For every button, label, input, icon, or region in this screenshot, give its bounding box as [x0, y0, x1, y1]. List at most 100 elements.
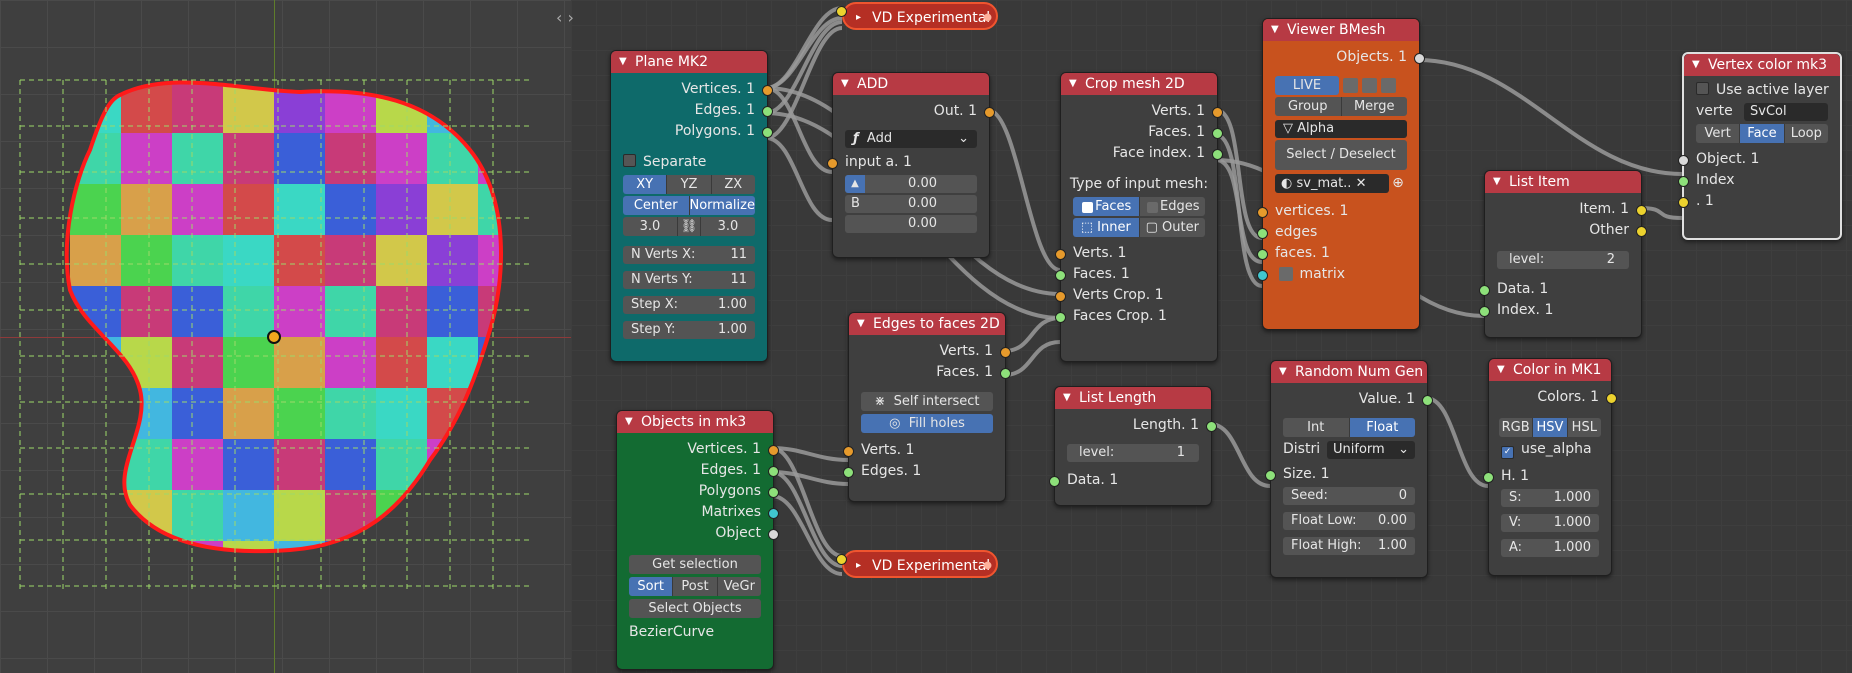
vd-experimental-node-bottom[interactable]: ▸VD Experimental●	[836, 550, 998, 578]
select-objects-button[interactable]: Select Objects	[629, 599, 761, 618]
socket[interactable]	[1678, 176, 1689, 187]
vd-input-socket[interactable]	[836, 6, 847, 17]
outer-button[interactable]: ▢ Outer	[1139, 218, 1205, 237]
nav-arrows-icon[interactable]: ‹ ›	[556, 8, 574, 27]
distribution-dropdown[interactable]: Uniform⌄	[1327, 441, 1415, 459]
xy-button[interactable]: XY	[623, 175, 668, 194]
rgb-button[interactable]: RGB	[1499, 418, 1534, 437]
socket[interactable]	[1055, 249, 1066, 260]
camera-icon[interactable]	[1381, 78, 1396, 93]
socket[interactable]	[1055, 291, 1066, 302]
edges-to-faces-node[interactable]: ▼Edges to faces 2D Verts. 1 Faces. 1 ⋇ S…	[843, 312, 1011, 502]
socket[interactable]	[1000, 347, 1011, 358]
group-button[interactable]: Group	[1275, 97, 1342, 116]
plane-mk2-node[interactable]: ▼Plane MK2 Vertices. 1 Edges. 1 Polygons…	[610, 50, 773, 362]
socket[interactable]	[1636, 205, 1647, 216]
socket[interactable]	[1678, 197, 1689, 208]
value-field-1[interactable]: ▲0.00	[845, 175, 977, 193]
value-field-3[interactable]: 0.00	[845, 215, 977, 233]
sort-button[interactable]: Sort	[629, 577, 674, 596]
self-intersect-button[interactable]: ⋇ Self intersect	[861, 392, 993, 411]
s-field[interactable]: S:1.000	[1501, 489, 1599, 507]
hsv-button[interactable]: HSV	[1533, 418, 1568, 437]
socket[interactable]	[1678, 155, 1689, 166]
socket[interactable]	[1212, 128, 1223, 139]
link-icon[interactable]: ⛓	[678, 217, 701, 236]
clear-icon[interactable]: ✕	[1355, 176, 1367, 191]
socket[interactable]	[1257, 249, 1268, 260]
verte-input[interactable]: SvCol	[1744, 103, 1828, 121]
socket[interactable]	[1206, 421, 1217, 432]
socket[interactable]	[762, 106, 773, 117]
seed-field[interactable]: Seed:0	[1283, 487, 1415, 505]
faces-button[interactable]: Faces	[1073, 197, 1140, 216]
cursor-icon[interactable]	[1362, 78, 1377, 93]
add-material-icon[interactable]: ⊕	[1392, 175, 1404, 191]
socket[interactable]	[1479, 306, 1490, 317]
socket[interactable]	[1055, 270, 1066, 281]
vertex-color-node[interactable]: ▼Vertex color mk3 Use active layer verte…	[1678, 52, 1842, 240]
n-verts-y-field[interactable]: N Verts Y:11	[623, 271, 755, 289]
hsl-button[interactable]: HSL	[1567, 418, 1601, 437]
color-in-node[interactable]: ▼Color in MK1 Colors. 1 RGB HSV HSL ✓use…	[1483, 358, 1617, 576]
edges-button[interactable]: Edges	[1139, 197, 1205, 216]
socket[interactable]	[1422, 395, 1433, 406]
fill-holes-button[interactable]: ◎ Fill holes	[861, 414, 993, 433]
use-active-layer-checkbox[interactable]: Use active layer	[1684, 80, 1840, 101]
crop-mesh-node[interactable]: ▼Crop mesh 2D Verts. 1 Faces. 1 Face ind…	[1055, 72, 1223, 362]
socket[interactable]	[1000, 368, 1011, 379]
socket[interactable]	[762, 127, 773, 138]
get-selection-button[interactable]: Get selection	[629, 555, 761, 574]
socket[interactable]	[843, 467, 854, 478]
vd-input-socket[interactable]	[836, 554, 847, 565]
float-button[interactable]: Float	[1349, 418, 1415, 437]
a-field[interactable]: A:1.000	[1501, 539, 1599, 557]
zx-button[interactable]: ZX	[711, 175, 755, 194]
socket[interactable]	[768, 466, 779, 477]
socket[interactable]	[1212, 107, 1223, 118]
operation-dropdown[interactable]: ƒ Add⌄	[845, 130, 977, 148]
post-button[interactable]: Post	[673, 577, 718, 596]
select-deselect-button[interactable]: Select / Deselect	[1275, 140, 1407, 170]
socket[interactable]	[1265, 470, 1276, 481]
socket[interactable]	[1414, 53, 1425, 64]
socket[interactable]	[762, 85, 773, 96]
level-field[interactable]: level:1	[1067, 444, 1199, 462]
vd-experimental-node-top[interactable]: ▸VD Experimental●	[836, 2, 998, 30]
size-x-field[interactable]: 3.0	[623, 217, 678, 236]
viewer-bmesh-node[interactable]: ▼Viewer BMesh Objects. 1 LIVE Group Merg…	[1257, 18, 1425, 330]
loop-button[interactable]: Loop	[1784, 124, 1828, 143]
material-field[interactable]: ◐ sv_mat.. ✕	[1275, 174, 1389, 193]
socket[interactable]	[1636, 226, 1647, 237]
int-button[interactable]: Int	[1283, 418, 1350, 437]
socket[interactable]	[1055, 312, 1066, 323]
socket[interactable]	[768, 487, 779, 498]
separate-checkbox[interactable]: Separate	[611, 152, 767, 173]
level-field[interactable]: level:2	[1497, 251, 1629, 269]
list-length-node[interactable]: ▼List Length Length. 1 level:1 Data. 1	[1049, 386, 1217, 506]
socket[interactable]	[1257, 228, 1268, 239]
socket[interactable]	[1483, 472, 1494, 483]
random-num-gen-node[interactable]: ▼Random Num Gen Value. 1 Int Float Distr…	[1265, 360, 1433, 578]
socket[interactable]	[984, 107, 995, 118]
n-verts-x-field[interactable]: N Verts X:11	[623, 246, 755, 264]
yz-button[interactable]: YZ	[667, 175, 712, 194]
float-low-field[interactable]: Float Low:0.00	[1283, 512, 1415, 530]
monitor-icon[interactable]	[1343, 78, 1358, 93]
float-high-field[interactable]: Float High:1.00	[1283, 537, 1415, 555]
step-x-field[interactable]: Step X:1.00	[623, 296, 755, 314]
merge-button[interactable]: Merge	[1341, 97, 1407, 116]
socket[interactable]	[768, 529, 779, 540]
socket[interactable]	[843, 446, 854, 457]
socket[interactable]	[1257, 207, 1268, 218]
viewport-3d[interactable]	[0, 0, 571, 673]
face-button[interactable]: Face	[1740, 124, 1785, 143]
socket[interactable]	[827, 158, 838, 169]
objects-in-node[interactable]: ▼Objects in mk3 Vertices. 1 Edges. 1 Pol…	[616, 410, 779, 670]
step-y-field[interactable]: Step Y:1.00	[623, 321, 755, 339]
live-button[interactable]: LIVE	[1275, 76, 1339, 95]
socket[interactable]	[1049, 476, 1060, 487]
alpha-dropdown[interactable]: ▽ Alpha	[1275, 120, 1407, 138]
